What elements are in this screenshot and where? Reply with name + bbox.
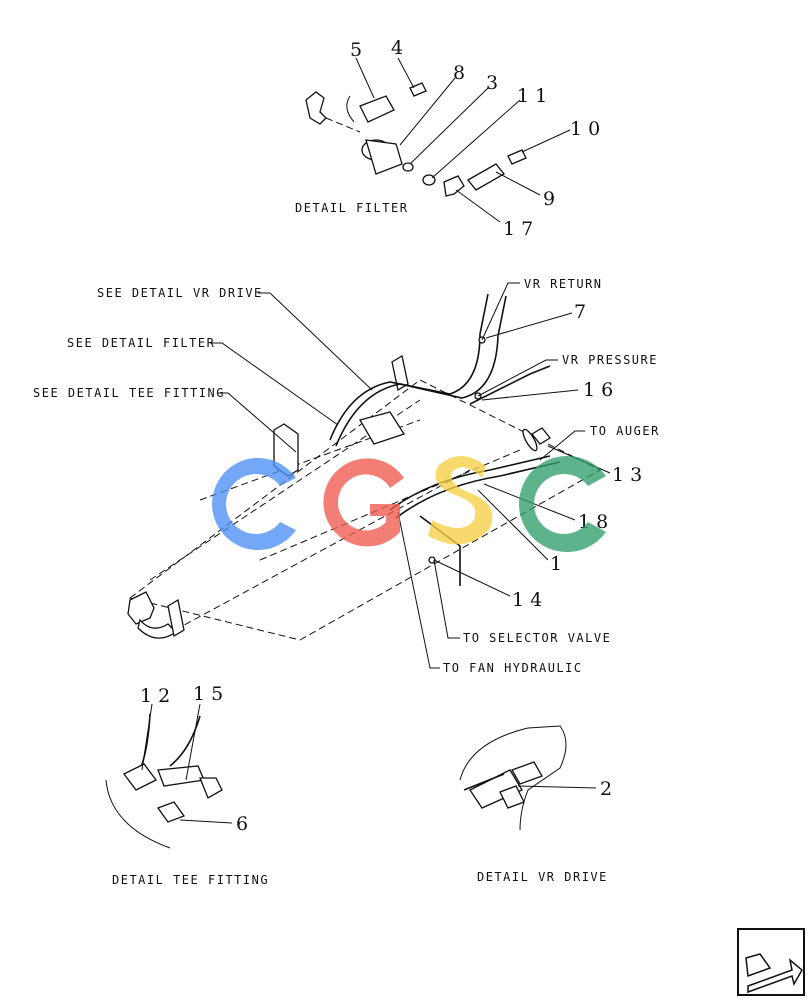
detail-tee-fitting-caption: DETAIL TEE FITTING	[112, 873, 269, 887]
leader-5	[355, 57, 375, 99]
leader-vr-pressure	[477, 359, 558, 397]
part-number-3: 3	[486, 72, 504, 94]
hose-vr-return	[329, 293, 489, 441]
main-assembly-group: SEE DETAIL VR DRIVE SEE DETAIL FILTER SE…	[33, 277, 660, 675]
part-number-7: 7	[574, 301, 592, 323]
vr-drive-boundary	[459, 725, 567, 831]
leader-9	[495, 171, 541, 196]
part-number-16: 16	[583, 379, 619, 401]
elbow-fitting-part	[305, 91, 327, 125]
hose-curve	[346, 95, 355, 123]
to-auger-label: TO AUGER	[590, 424, 660, 438]
to-fan-hydraulic-label: TO FAN HYDRAULIC	[443, 661, 583, 675]
part-number-8: 8	[453, 62, 471, 84]
fitting-4-part	[409, 82, 427, 97]
filter-housing-body	[365, 139, 403, 175]
leader-14	[433, 559, 511, 597]
part-number-15: 15	[193, 683, 229, 705]
leader-2	[517, 785, 597, 789]
see-detail-vr-drive-label: SEE DETAIL VR DRIVE	[97, 286, 263, 300]
part-number-5: 5	[350, 39, 368, 61]
tee-fitting-elbow	[199, 777, 223, 799]
elbow-17-part	[443, 175, 465, 197]
auger-ring	[522, 428, 538, 452]
to-selector-valve-label: TO SELECTOR VALVE	[463, 631, 611, 645]
leader-to-selector	[433, 559, 460, 639]
vr-pressure-label: VR PRESSURE	[562, 353, 658, 367]
frame-filter-part	[359, 411, 405, 445]
leader-see-vr-drive	[258, 292, 373, 391]
part-number-17: 17	[503, 218, 539, 240]
leader-4	[397, 57, 415, 89]
vr-drive-fitting-a	[511, 761, 543, 785]
leader-to-auger	[539, 430, 585, 461]
tee-hose-15	[169, 715, 201, 767]
arrow-next-icon[interactable]	[737, 928, 805, 996]
leader-vr-return	[481, 282, 520, 341]
leader-7	[485, 312, 573, 339]
filter-cartridge-part	[359, 95, 395, 123]
fitting-13-part	[531, 427, 551, 445]
see-detail-tee-fitting-label: SEE DETAIL TEE FITTING	[33, 386, 225, 400]
tee-fitting-left	[123, 763, 157, 791]
tee-fitting-6	[156, 801, 186, 823]
leader-16	[481, 389, 579, 401]
leader-17	[455, 189, 501, 223]
tee-fitting-body	[157, 765, 205, 787]
filter-center-line	[325, 117, 361, 133]
detail-filter-caption: DETAIL FILTER	[295, 201, 408, 215]
leader-to-fan	[397, 511, 440, 669]
tee-boundary-curve	[105, 779, 171, 849]
leader-8	[399, 77, 456, 146]
hitch-bracket-right	[167, 598, 185, 638]
leader-3	[409, 87, 489, 165]
leader-11	[431, 99, 521, 179]
tee-hose-12	[139, 713, 151, 771]
watermark-letter-c2	[519, 455, 606, 552]
leader-12	[141, 703, 153, 771]
leader-6	[179, 819, 233, 824]
part-number-13: 13	[612, 464, 648, 486]
watermark-letter-g	[323, 458, 404, 547]
watermark-letter-c1	[212, 457, 296, 550]
vr-return-label: VR RETURN	[524, 277, 603, 291]
frame-rail-2	[174, 469, 471, 631]
see-detail-filter-label: SEE DETAIL FILTER	[67, 336, 215, 350]
fitting-3-part	[402, 162, 414, 172]
leader-see-filter	[210, 342, 339, 426]
part-number-11: 11	[517, 85, 553, 107]
detail-vr-drive-caption: DETAIL VR DRIVE	[477, 870, 608, 884]
hose-vr-return-2	[335, 295, 507, 447]
part-number-10: 10	[570, 118, 606, 140]
part-number-4: 4	[391, 37, 409, 59]
detail-tee-fitting-group: 12 15 6 DETAIL TEE FITTING	[105, 683, 269, 887]
part-number-2: 2	[600, 778, 618, 800]
vr-drive-fitting-b	[499, 785, 525, 809]
frame-rail-4	[199, 419, 421, 501]
part-number-9: 9	[543, 188, 561, 210]
fitting-10-part	[507, 149, 527, 165]
leader-15	[185, 703, 201, 781]
part-number-14: 14	[512, 589, 548, 611]
leader-see-tee	[218, 392, 297, 453]
hose-vr-pressure	[469, 365, 551, 405]
vr-drive-hose	[463, 773, 505, 791]
leader-1	[477, 489, 549, 561]
detail-vr-drive-group: 2 DETAIL VR DRIVE	[459, 725, 618, 884]
upright-right	[391, 354, 409, 392]
hitch-bracket-left	[127, 591, 155, 625]
detail-filter-group: 5 4 8 3 11 10 9 17 DETAIL FILTER	[295, 37, 606, 240]
part-number-12: 12	[140, 685, 176, 707]
part-number-1: 1	[550, 553, 568, 575]
cgsc-watermark	[212, 455, 606, 552]
watermark-letter-s	[428, 456, 493, 545]
hitch-eye	[137, 618, 178, 639]
part-number-6: 6	[236, 813, 254, 835]
leader-10	[521, 129, 571, 153]
hose-9-part	[467, 163, 505, 191]
